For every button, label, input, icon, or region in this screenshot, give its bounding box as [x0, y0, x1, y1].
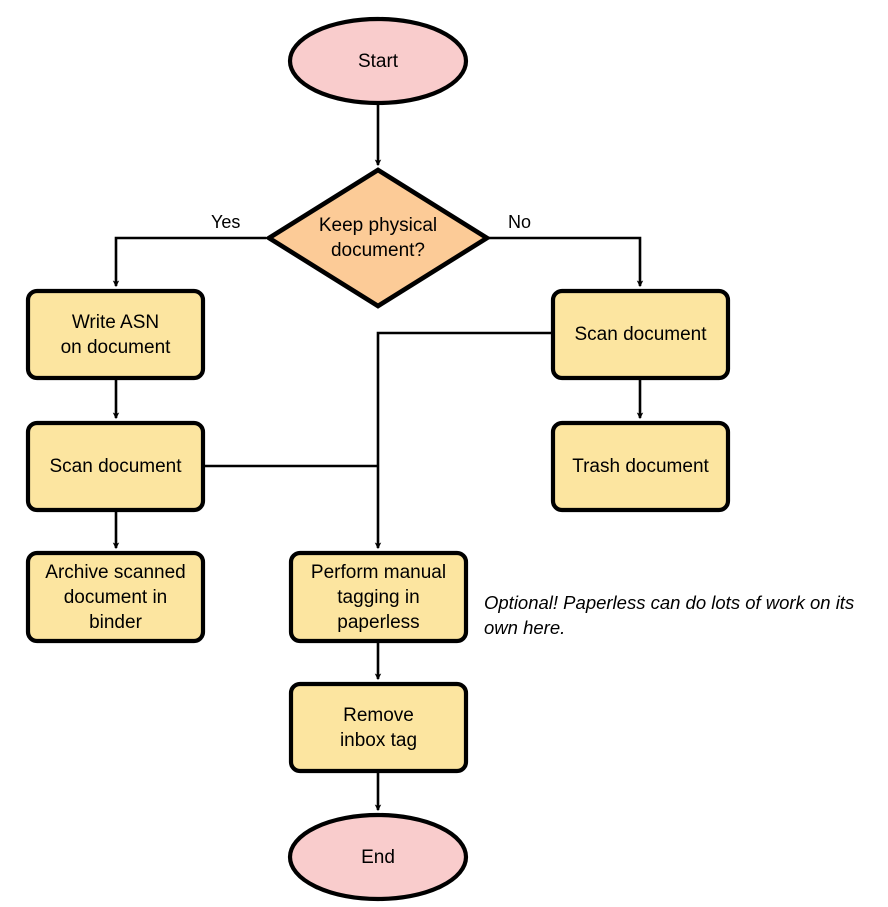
edge-label-yes: Yes — [211, 212, 241, 232]
annotation-optional-note: Optional! Paperless can do lots of work … — [484, 592, 855, 638]
node-start-shape[interactable] — [287, 16, 469, 106]
node-keep-physical-shape[interactable] — [264, 167, 492, 309]
node-manual-tagging-shape[interactable] — [288, 550, 469, 644]
edge-scan-right-to-tagging — [374, 331, 552, 550]
node-trash-document-shape[interactable] — [550, 420, 731, 513]
node-remove-inbox-tag-shape[interactable] — [288, 681, 469, 774]
node-end-shape[interactable] — [287, 812, 469, 902]
edge-decision-to-scan-right — [489, 236, 644, 288]
node-write-asn-shape[interactable] — [25, 288, 206, 381]
edge-label-no: No — [508, 212, 532, 232]
node-scan-document-right-shape[interactable] — [550, 288, 731, 381]
edge-decision-to-write-asn — [112, 236, 266, 288]
node-archive-binder-shape[interactable] — [25, 550, 206, 644]
node-scan-document-left-shape[interactable] — [25, 420, 206, 513]
